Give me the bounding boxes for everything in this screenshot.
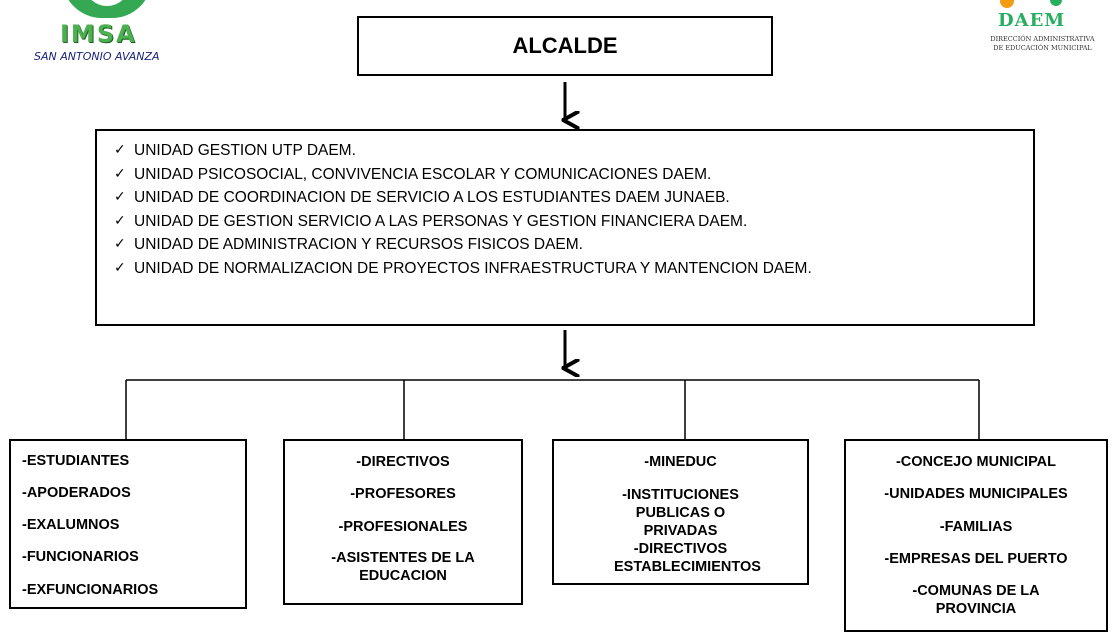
check-icon: ✓ bbox=[114, 259, 126, 276]
units-box: ✓UNIDAD GESTION UTP DAEM. ✓UNIDAD PSICOS… bbox=[95, 129, 1035, 326]
group-item: -EXFUNCIONARIOS bbox=[22, 582, 159, 598]
group-item: -FUNCIONARIOS bbox=[22, 549, 139, 565]
alcalde-box: ALCALDE bbox=[357, 16, 773, 76]
imsa-logo: IMSA SAN ANTONIO AVANZA bbox=[14, 0, 194, 75]
list-item: ✓UNIDAD PSICOSOCIAL, CONVIVENCIA ESCOLAR… bbox=[114, 163, 1019, 187]
group-item: -MINEDUC bbox=[644, 454, 717, 470]
check-icon: ✓ bbox=[114, 142, 126, 158]
imsa-logo-brand: IMSA bbox=[60, 20, 137, 48]
daem-logo-brand: DAEM bbox=[998, 10, 1066, 31]
group-item: -INSTITUCIONES PUBLICAS O PRIVADAS bbox=[622, 487, 739, 539]
group-item: -ASISTENTES DE LA EDUCACION bbox=[331, 550, 475, 584]
group-item: -EMPRESAS DEL PUERTO bbox=[884, 551, 1068, 567]
group-item: -COMUNAS DE LA PROVINCIA bbox=[912, 583, 1040, 617]
list-item: ✓UNIDAD GESTION UTP DAEM. bbox=[114, 139, 1019, 163]
group-item: -DIRECTIVOS ESTABLECIMIENTOS bbox=[614, 541, 761, 575]
check-icon: ✓ bbox=[114, 212, 126, 229]
group-item: -EXALUMNOS bbox=[22, 517, 120, 533]
check-icon: ✓ bbox=[114, 236, 126, 253]
list-item: ✓UNIDAD DE COORDINACION DE SERVICIO A LO… bbox=[114, 186, 1019, 210]
group-box-students: -ESTUDIANTES -APODERADOS -EXALUMNOS -FUN… bbox=[9, 439, 247, 609]
alcalde-label: ALCALDE bbox=[512, 33, 618, 58]
group-item: -PROFESORES bbox=[350, 486, 456, 502]
group-box-community: -CONCEJO MUNICIPAL -UNIDADES MUNICIPALES… bbox=[844, 439, 1108, 632]
daem-logo-subtitle-1: DIRECCIÓN ADMINISTRATIVA bbox=[990, 35, 1095, 43]
group-item: -UNIDADES MUNICIPALES bbox=[884, 486, 1068, 502]
group-item: -ESTUDIANTES bbox=[22, 453, 130, 469]
check-icon: ✓ bbox=[114, 165, 126, 182]
list-item: ✓UNIDAD DE NORMALIZACION DE PROYECTOS IN… bbox=[114, 257, 1019, 281]
group-item: -DIRECTIVOS bbox=[356, 454, 450, 470]
imsa-logo-swoosh bbox=[62, 0, 152, 18]
list-item: ✓UNIDAD DE ADMINISTRACION Y RECURSOS FIS… bbox=[114, 233, 1019, 257]
group-item: -FAMILIAS bbox=[939, 519, 1013, 535]
imsa-logo-slogan: SAN ANTONIO AVANZA bbox=[34, 50, 160, 63]
group-item: -APODERADOS bbox=[22, 485, 131, 501]
group-item: -PROFESIONALES bbox=[338, 519, 468, 535]
list-item: ✓UNIDAD DE GESTION SERVICIO A LAS PERSON… bbox=[114, 210, 1019, 234]
daem-logo: DAEM DIRECCIÓN ADMINISTRATIVA DE EDUCACI… bbox=[970, 0, 1115, 60]
units-list: ✓UNIDAD GESTION UTP DAEM. ✓UNIDAD PSICOS… bbox=[114, 139, 1019, 281]
group-item: -CONCEJO MUNICIPAL bbox=[895, 454, 1057, 470]
daem-logo-subtitle-2: DE EDUCACIÓN MUNICIPAL bbox=[993, 44, 1092, 52]
check-icon: ✓ bbox=[114, 189, 126, 206]
group-box-institutions: -MINEDUC -INSTITUCIONES PUBLICAS O PRIVA… bbox=[552, 439, 809, 585]
group-box-staff: -DIRECTIVOS -PROFESORES -PROFESIONALES -… bbox=[283, 439, 523, 605]
